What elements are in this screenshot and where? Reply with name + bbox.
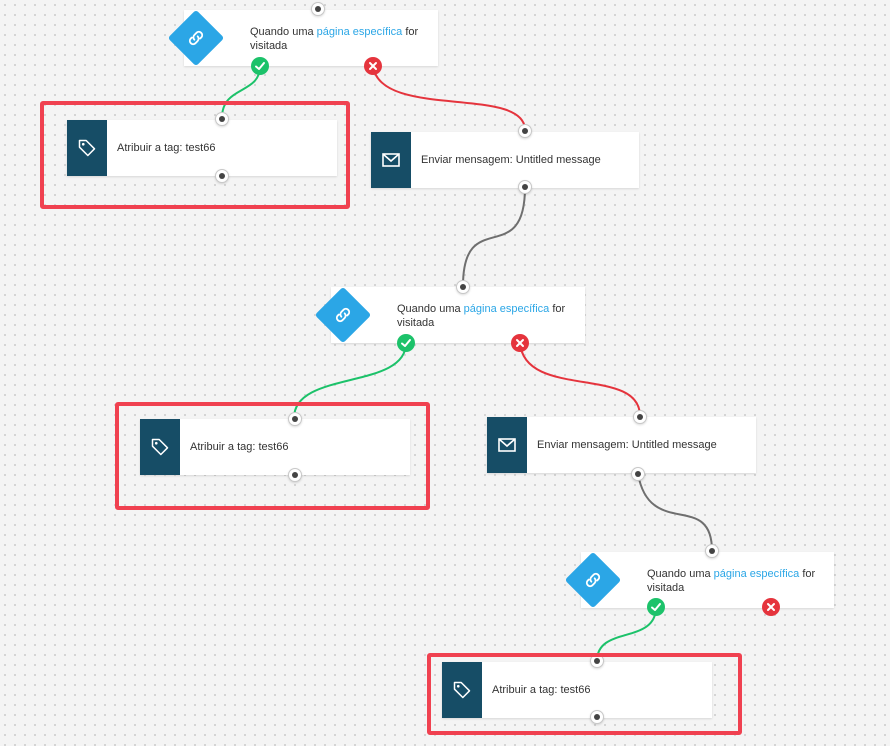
input-port[interactable] <box>288 412 302 426</box>
check-icon <box>255 62 265 70</box>
input-port[interactable] <box>215 112 229 126</box>
trigger-label: Quando uma página específica for visitad… <box>647 568 816 594</box>
tag-action-label: Atribuir a tag: test66 <box>492 684 591 696</box>
wire-neutral <box>637 473 713 552</box>
wire-failure <box>519 342 641 417</box>
tag-action-label: Atribuir a tag: test66 <box>117 142 216 154</box>
trigger-node[interactable]: Quando uma página específica for visitad… <box>581 552 834 608</box>
trigger-label: Quando uma página específica for visitad… <box>250 26 419 52</box>
wire-neutral <box>462 186 526 287</box>
input-port[interactable] <box>705 544 719 558</box>
tag-action-node[interactable]: Atribuir a tag: test66 <box>140 419 410 475</box>
success-outlet[interactable] <box>647 598 665 616</box>
tag-icon <box>67 120 107 176</box>
tag-action-label: Atribuir a tag: test66 <box>190 441 289 453</box>
close-icon <box>767 603 775 611</box>
message-action-label: Enviar mensagem: Untitled message <box>537 439 717 451</box>
success-outlet[interactable] <box>397 334 415 352</box>
output-port[interactable] <box>518 180 532 194</box>
tag-icon <box>140 419 180 475</box>
close-icon <box>369 62 377 70</box>
success-outlet[interactable] <box>251 57 269 75</box>
link-icon <box>564 551 622 609</box>
trigger-label: Quando uma página específica for visitad… <box>397 303 566 329</box>
highlight-box <box>427 653 742 735</box>
link-icon <box>314 286 372 344</box>
input-port[interactable] <box>456 280 470 294</box>
output-port[interactable] <box>215 169 229 183</box>
output-port[interactable] <box>288 468 302 482</box>
tag-action-node[interactable]: Atribuir a tag: test66 <box>67 120 337 176</box>
tag-action-node[interactable]: Atribuir a tag: test66 <box>442 662 712 718</box>
page-link[interactable]: página específica <box>316 26 403 38</box>
highlight-box <box>40 101 350 209</box>
check-icon <box>401 339 411 347</box>
page-link[interactable]: página específica <box>463 303 550 315</box>
failure-outlet[interactable] <box>364 57 382 75</box>
page-link[interactable]: página específica <box>713 568 800 580</box>
envelope-icon <box>371 132 411 188</box>
highlight-box <box>115 402 430 510</box>
wire-failure <box>372 65 526 131</box>
message-action-label: Enviar mensagem: Untitled message <box>421 154 601 166</box>
input-port[interactable] <box>311 2 325 16</box>
envelope-icon <box>487 417 527 473</box>
output-port[interactable] <box>590 710 604 724</box>
input-port[interactable] <box>518 124 532 138</box>
check-icon <box>651 603 661 611</box>
failure-outlet[interactable] <box>511 334 529 352</box>
link-icon <box>167 9 225 67</box>
tag-icon <box>442 662 482 718</box>
output-port[interactable] <box>631 467 645 481</box>
close-icon <box>516 339 524 347</box>
message-action-node[interactable]: Enviar mensagem: Untitled message <box>371 132 639 188</box>
input-port[interactable] <box>633 410 647 424</box>
trigger-node[interactable]: Quando uma página específica for visitad… <box>331 287 585 343</box>
trigger-node[interactable]: Quando uma página específica for visitad… <box>184 10 438 66</box>
failure-outlet[interactable] <box>762 598 780 616</box>
message-action-node[interactable]: Enviar mensagem: Untitled message <box>487 417 756 473</box>
